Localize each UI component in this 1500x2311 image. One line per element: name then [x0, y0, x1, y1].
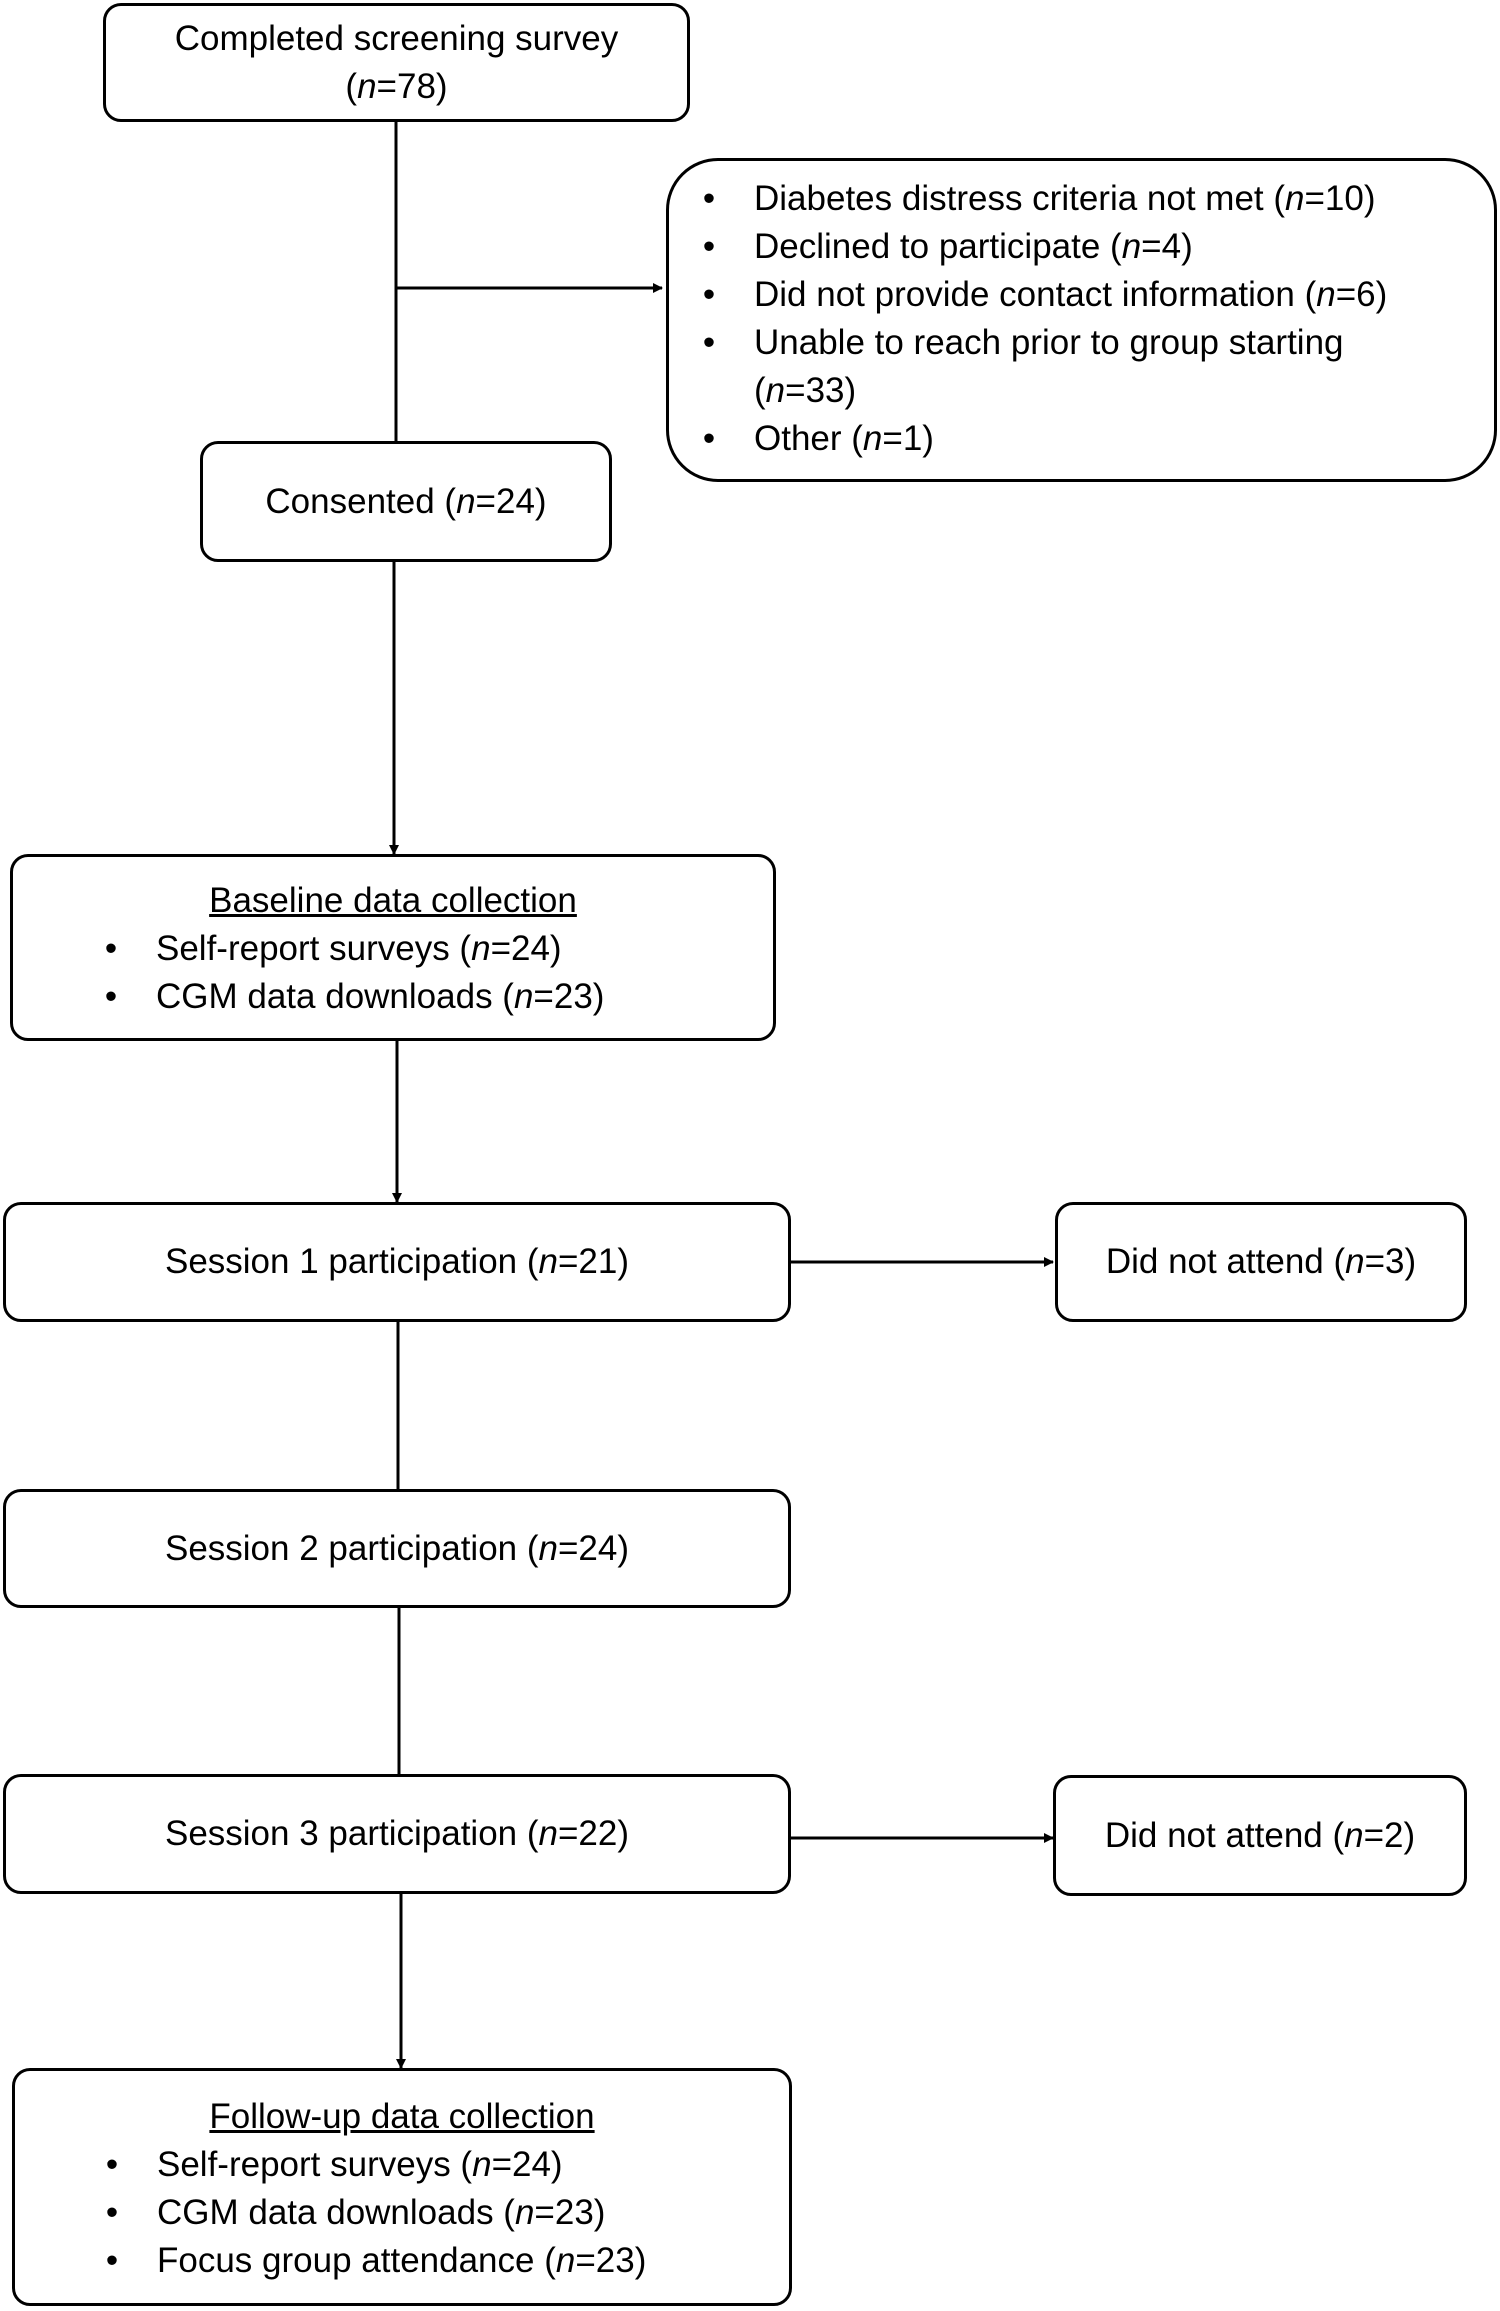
followup-item: Focus group attendance (n=23) [97, 2237, 789, 2285]
session3-box: Session 3 participation (n=22) [3, 1774, 791, 1894]
baseline-item: Self-report surveys (n=24) [96, 925, 773, 973]
exclusion-item: Other (n=1) [694, 415, 1494, 463]
followup-item: CGM data downloads (n=23) [97, 2189, 789, 2237]
exclusion-item: Diabetes distress criteria not met (n=10… [694, 175, 1494, 223]
session2-box: Session 2 participation (n=24) [3, 1489, 791, 1608]
session3-label: Session 3 participation (n=22) [164, 1814, 630, 1853]
exclusion-item: Declined to participate (n=4) [694, 223, 1494, 271]
followup-item: Self-report surveys (n=24) [97, 2141, 789, 2189]
session2-label: Session 2 participation (n=24) [164, 1528, 630, 1568]
baseline-item: CGM data downloads (n=23) [96, 973, 773, 1021]
consented-label: Consented (n=24) [265, 481, 547, 521]
exclusions-box: Diabetes distress criteria not met (n=10… [666, 158, 1497, 482]
dna-session3-box: Did not attend (n=2) [1053, 1775, 1467, 1896]
consented-box: Consented (n=24) [200, 441, 612, 562]
exclusions-list: Diabetes distress criteria not met (n=10… [694, 175, 1494, 367]
screening-box: Completed screening survey (n=78) [103, 3, 690, 122]
exclusions-list-tail: Other (n=1) [694, 415, 1494, 463]
exclusion-item: Unable to reach prior to group starting [694, 319, 1494, 367]
baseline-box: Baseline data collection Self-report sur… [10, 854, 776, 1041]
baseline-heading: Baseline data collection [209, 881, 577, 920]
screening-label: Completed screening survey [174, 18, 619, 58]
followup-box: Follow-up data collection Self-report su… [12, 2068, 792, 2306]
session1-box: Session 1 participation (n=21) [3, 1202, 791, 1322]
exclusion-item: Did not provide contact information (n=6… [694, 271, 1494, 319]
followup-heading: Follow-up data collection [209, 2097, 595, 2136]
session1-label: Session 1 participation (n=21) [164, 1242, 630, 1281]
dna-session3-label: Did not attend (n=2) [1104, 1815, 1416, 1855]
screening-count: (n=78) [345, 66, 448, 106]
followup-list: Self-report surveys (n=24) CGM data down… [97, 2141, 789, 2285]
dna-session1-label: Did not attend (n=3) [1105, 1242, 1417, 1281]
dna-session1-box: Did not attend (n=3) [1055, 1202, 1467, 1322]
exclusion-item-continuation: (n=33) [754, 371, 857, 410]
baseline-list: Self-report surveys (n=24) CGM data down… [96, 925, 773, 1021]
